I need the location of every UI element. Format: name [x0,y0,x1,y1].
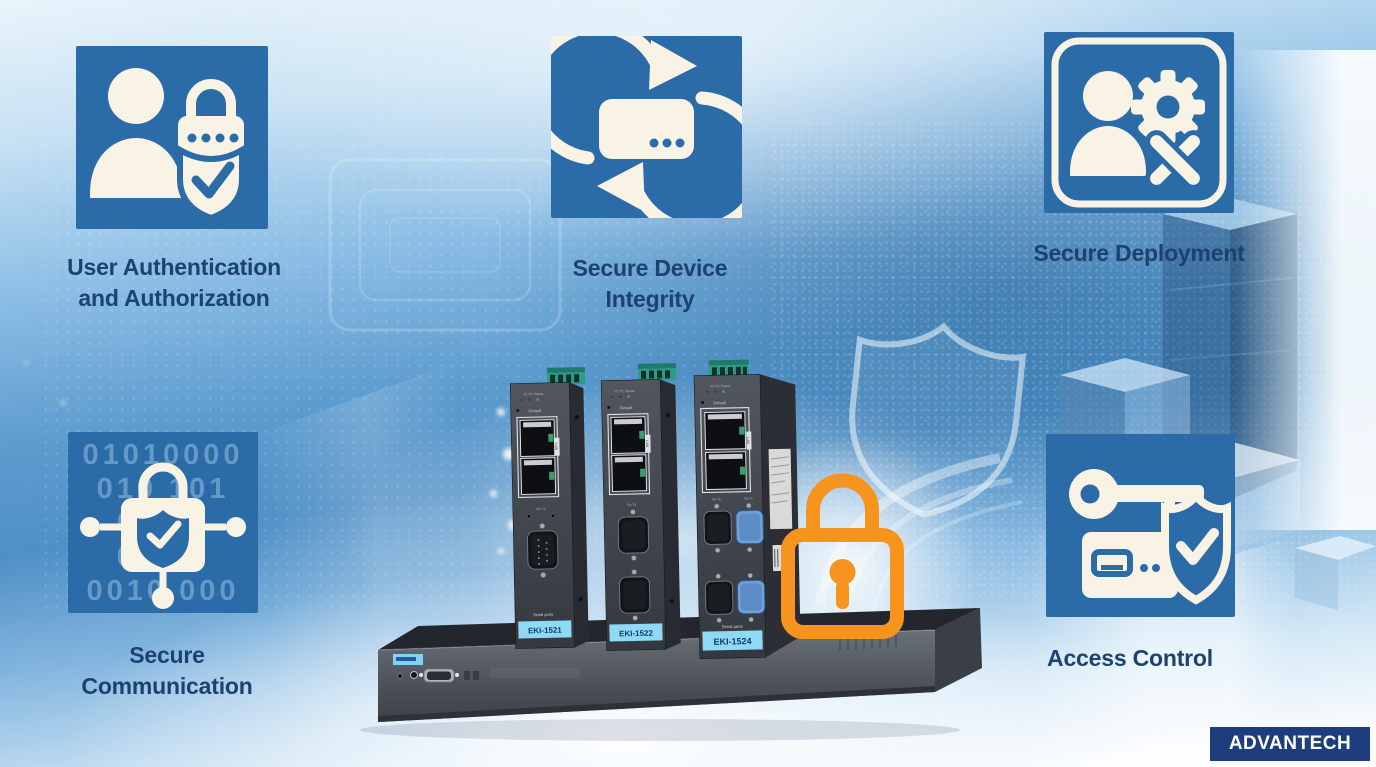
svg-text:Rx Tx: Rx Tx [712,497,721,501]
feature-label-user-authentication: User Authentication and Authorization [67,252,281,314]
feature-label-access-control: Access Control [1047,643,1213,674]
circuit-trace-decoration [328,158,562,332]
product-cluster: P1 P2 Status Default LAN Rx Tx [360,359,982,741]
ethernet-ports: LAN [607,413,651,496]
serial-port-db9 [703,510,732,545]
label-line: Secure Deployment [1033,240,1245,266]
svg-text:EKI-1524: EKI-1524 [713,636,751,647]
svg-text:LAN: LAN [746,437,750,444]
label-line: and Authorization [78,285,270,311]
feature-label-secure-deployment: Secure Deployment [1033,238,1245,269]
side-spec-label [768,448,793,530]
user-gear-x-icon [1044,32,1234,213]
bokeh-dot [24,360,29,365]
lock-network-binary-icon: 01010000 010 101 01 00 00 00 0010 000 [68,432,258,613]
model-label [702,630,763,651]
feature-label-secure-device-integrity: Secure Device Integrity [573,253,728,315]
svg-text:Default: Default [713,400,727,405]
serial-port-db9 [527,523,559,578]
svg-text:Serial ports: Serial ports [722,624,743,629]
serial-port-db9 [618,569,651,621]
device-refresh-icon [551,36,742,218]
label-line: Integrity [605,286,695,312]
model-label [609,623,663,642]
serial-port-db9 [704,580,734,615]
device-eki-1521: P1 P2 Status Default LAN Rx Tx [509,367,589,649]
label-line: Access Control [1047,645,1213,671]
security-padlock-icon [781,473,904,639]
label-line: Secure [129,642,205,668]
svg-text:Rx Tx: Rx Tx [536,507,545,511]
rack-shadow [360,719,960,741]
serial-port-db9-blue [736,579,766,615]
key-device-shield-icon [1046,434,1235,617]
model-label [518,620,572,639]
ethernet-ports: LAN [700,407,752,494]
svg-text:Rx Tx: Rx Tx [627,503,636,507]
svg-text:Rx Tx: Rx Tx [744,497,753,501]
svg-text:EKI-1522: EKI-1522 [619,629,654,639]
device-eki-1522: P1 P2 Status Default LAN Rx Tx [600,363,681,651]
svg-text:Serial ports: Serial ports [533,612,553,617]
svg-text:LAN: LAN [554,443,558,450]
user-lock-shield-icon [76,46,268,229]
advantech-logo-text: ADVANTECH [1228,732,1352,755]
serial-port-db9 [617,509,650,561]
svg-text:EKI-1521: EKI-1521 [528,626,563,636]
svg-text:P1 P2 Status: P1 P2 Status [524,392,544,396]
serial-port-db9-blue [735,509,764,545]
svg-text:P1 P2 Status: P1 P2 Status [710,384,730,388]
ethernet-ports: LAN [516,416,560,499]
feature-label-secure-communication: Secure Communication [81,640,252,702]
rack-db9-port [419,668,459,683]
advantech-logo: ADVANTECH [1210,727,1370,761]
label-line: User Authentication [67,254,281,280]
bokeh-dot [60,400,66,406]
svg-text:Default: Default [528,408,542,413]
label-line: Secure Device [572,255,728,281]
label-line: Communication [81,673,253,699]
right-edge-fade [1235,50,1376,530]
svg-text:Default: Default [619,405,633,410]
svg-text:LAN: LAN [645,440,649,447]
svg-text:P1 P2 Status: P1 P2 Status [614,389,634,393]
